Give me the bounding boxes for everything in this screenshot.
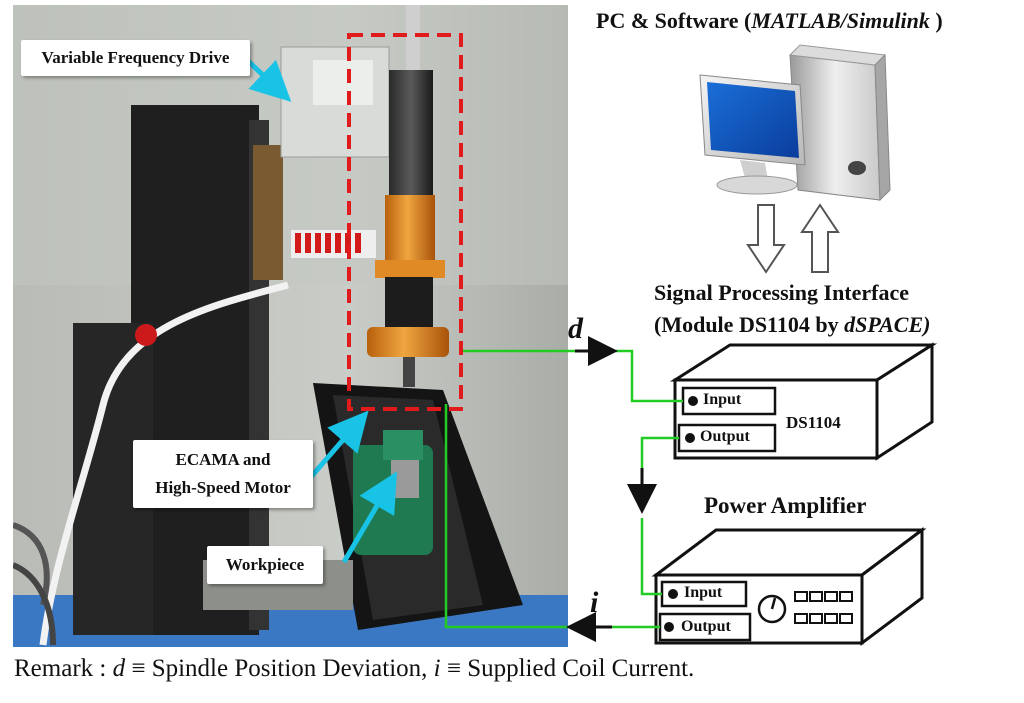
pc-title-prefix: PC & Software ( bbox=[596, 8, 752, 33]
remark-prefix: Remark : bbox=[14, 655, 113, 682]
pc-title: PC & Software (MATLAB/Simulink ) bbox=[596, 8, 943, 34]
ds1104-output-dot bbox=[685, 433, 695, 443]
vfd-callout-arrow bbox=[245, 58, 292, 102]
interface-title-line1: Signal Processing Interface bbox=[654, 280, 909, 306]
amp-output-dot bbox=[664, 622, 674, 632]
ds1104-output-label: Output bbox=[700, 428, 750, 445]
remark-footnote: Remark : d ≡ Spindle Position Deviation,… bbox=[14, 655, 694, 683]
signal-wires bbox=[444, 349, 683, 629]
computer-icon bbox=[699, 44, 891, 202]
amp-output-label: Output bbox=[681, 618, 731, 635]
remark-i-symbol: i bbox=[433, 655, 441, 682]
interface-line1-text: Signal Processing Interface bbox=[654, 280, 910, 305]
interface-title-line2: (Module DS1104 by dSPACE) bbox=[654, 312, 930, 338]
remark-d-symbol: d bbox=[112, 655, 126, 682]
machine-illustration bbox=[13, 5, 568, 647]
vfd-callout: Variable Frequency Drive bbox=[21, 40, 250, 76]
ds1104-input-port bbox=[681, 386, 777, 416]
down-hollow-arrow bbox=[746, 204, 786, 274]
amplifier-title: Power Amplifier bbox=[704, 493, 867, 518]
amp-input-label: Input bbox=[684, 584, 723, 601]
pc-title-software: MATLAB/Simulink bbox=[751, 8, 930, 33]
i-signal-label: i bbox=[590, 586, 599, 619]
vfd-label: Variable Frequency Drive bbox=[41, 48, 230, 67]
machine-photo bbox=[13, 5, 568, 647]
remark-d-definition: ≡ Spindle Position Deviation, bbox=[125, 655, 434, 682]
amp-output-port bbox=[658, 612, 752, 642]
ecama-callout-arrow bbox=[308, 410, 369, 480]
amp-button-rows bbox=[794, 591, 853, 624]
up-hollow-arrow bbox=[800, 203, 840, 273]
amp-input-dot bbox=[668, 589, 678, 599]
ecama-label-line1: ECAMA and bbox=[175, 450, 271, 469]
pc-title-suffix: ) bbox=[929, 8, 943, 33]
workpiece-callout: Workpiece bbox=[207, 546, 323, 584]
workpiece-label: Workpiece bbox=[225, 555, 305, 574]
ds1104-input-dot bbox=[688, 396, 698, 406]
interface-line2-prefix: (Module DS1104 by bbox=[654, 312, 845, 337]
ecama-label-line2: High-Speed Motor bbox=[155, 478, 291, 497]
ds1104-name: DS1104 bbox=[786, 413, 841, 432]
interface-line2-brand: dSPACE) bbox=[844, 312, 931, 337]
dashed-highlight-box bbox=[347, 33, 463, 411]
d-signal-label: d bbox=[568, 312, 583, 345]
ecama-callout: ECAMA and High-Speed Motor bbox=[133, 440, 313, 508]
remark-i-definition: ≡ Supplied Coil Current. bbox=[440, 655, 695, 682]
workpiece-callout-arrow bbox=[341, 471, 398, 564]
ds1104-input-label: Input bbox=[703, 391, 742, 408]
